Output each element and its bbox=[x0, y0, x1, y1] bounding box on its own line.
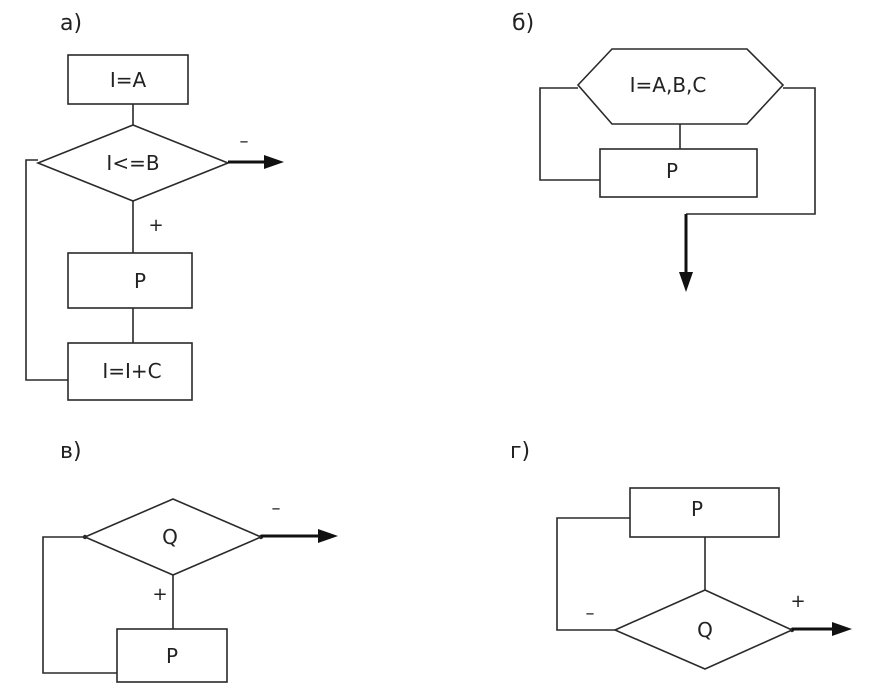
exit-arrow-head bbox=[264, 155, 284, 169]
panel-a-label: а) bbox=[60, 11, 82, 36]
body-box bbox=[599, 148, 758, 198]
loop-back-line bbox=[25, 159, 68, 381]
exit-arrow-head bbox=[318, 529, 338, 543]
init-text: I=A bbox=[110, 68, 147, 92]
body-text: P bbox=[134, 269, 146, 293]
loop-back-line bbox=[556, 517, 630, 631]
body-box bbox=[67, 252, 193, 309]
panel-g: г) P Q – + bbox=[510, 439, 852, 670]
panel-b: б) I=A,B,C P bbox=[512, 11, 816, 292]
minus-sign: – bbox=[272, 498, 281, 519]
condition-text: I<=B bbox=[106, 151, 159, 175]
step-text: I=I+C bbox=[102, 359, 161, 383]
exit-line bbox=[686, 87, 816, 215]
body-text: P bbox=[691, 497, 703, 521]
exit-arrow-head bbox=[832, 622, 852, 636]
condition-text: Q bbox=[697, 618, 713, 642]
minus-sign: – bbox=[586, 603, 595, 624]
panel-b-label: б) bbox=[512, 11, 534, 36]
panel-g-label: г) bbox=[510, 439, 530, 464]
loop-back-line bbox=[539, 87, 600, 181]
body-text: P bbox=[666, 159, 678, 183]
loop-back-line bbox=[42, 536, 117, 674]
condition-diamond bbox=[613, 589, 794, 670]
plus-sign: + bbox=[790, 591, 805, 612]
condition-text: Q bbox=[162, 525, 178, 549]
exit-arrow-head bbox=[679, 272, 693, 292]
minus-sign: – bbox=[240, 131, 249, 152]
plus-sign: + bbox=[152, 584, 167, 605]
panel-v: в) Q – + P bbox=[42, 439, 338, 683]
loop-header-hexagon bbox=[576, 48, 785, 125]
body-box bbox=[116, 628, 228, 683]
body-text: P bbox=[166, 644, 178, 668]
init-box bbox=[67, 54, 189, 105]
step-box bbox=[67, 342, 193, 401]
panel-v-label: в) bbox=[60, 439, 82, 464]
panel-a: а) I=A I<=B – + P I=I+C bbox=[25, 11, 284, 401]
plus-sign: + bbox=[148, 215, 163, 236]
body-box bbox=[629, 487, 780, 538]
loop-header-text: I=A,B,C bbox=[630, 73, 707, 97]
